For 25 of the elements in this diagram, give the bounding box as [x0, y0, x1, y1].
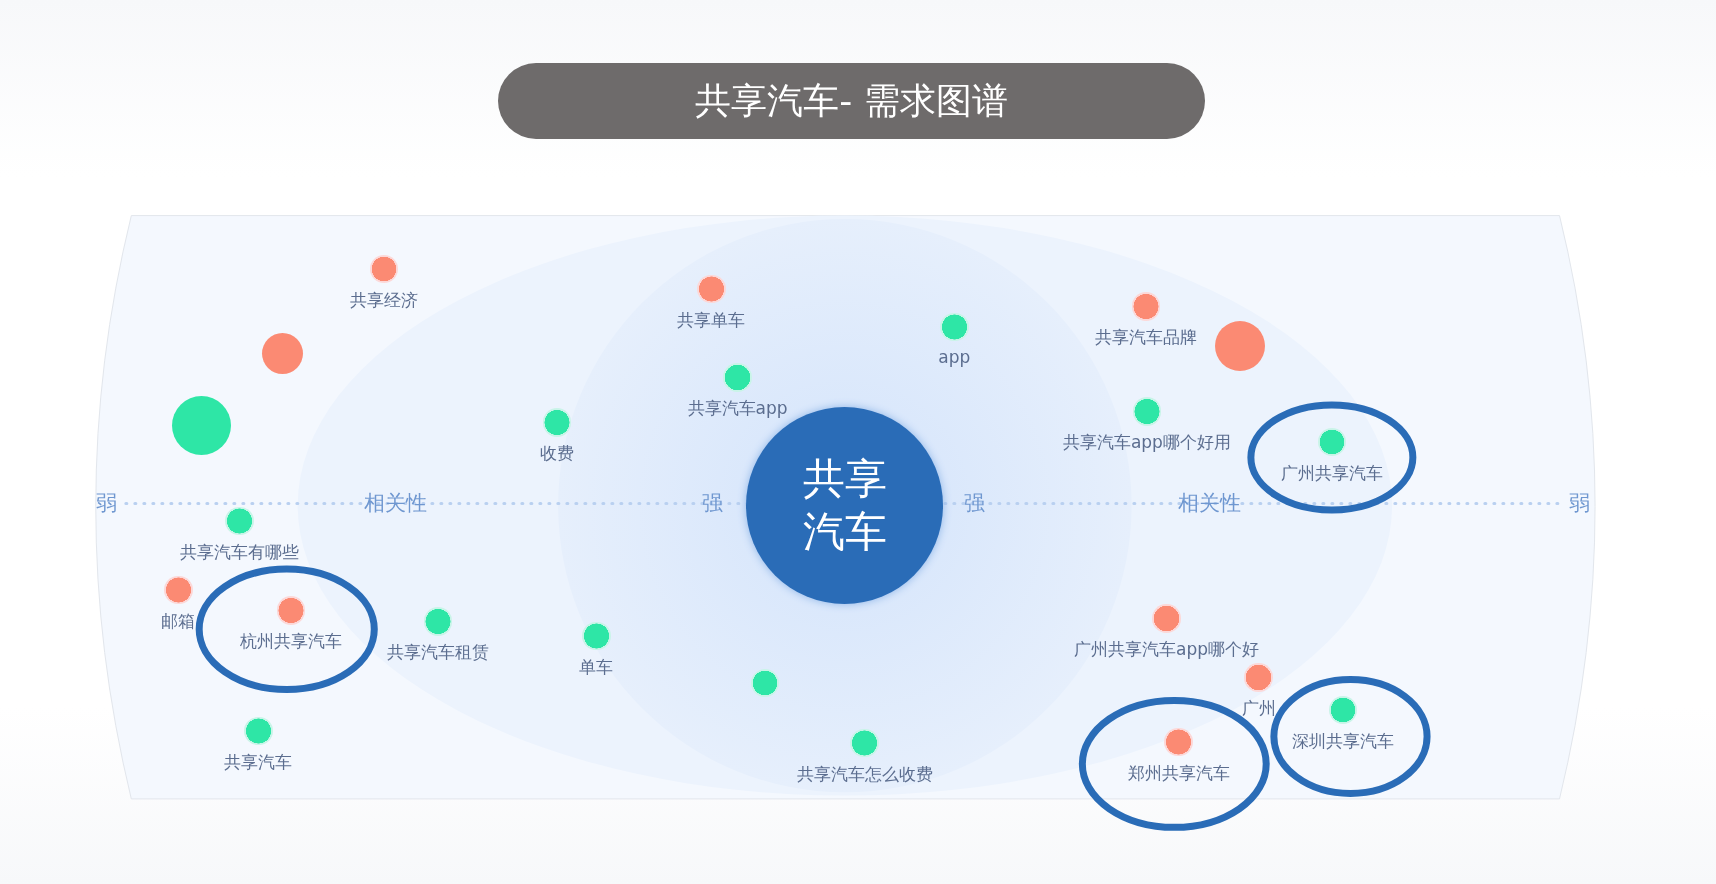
axis-label: 强	[701, 490, 723, 518]
axis-label: 弱	[95, 490, 117, 518]
axis-label: 相关性	[363, 490, 427, 518]
keyword-label: 单车	[579, 655, 614, 679]
keyword-label: 共享汽车怎么收费	[796, 762, 933, 786]
keyword-label: 共享单车	[677, 308, 746, 332]
keyword-label: 共享经济	[350, 288, 419, 312]
keyword-label: 共享汽车	[224, 750, 293, 774]
keyword-label: 共享汽车租赁	[386, 641, 489, 665]
keyword-label: 郑州共享汽车	[1127, 761, 1230, 785]
keyword-label: 共享汽车品牌	[1094, 326, 1197, 350]
title-banner: 共享汽车- 需求图谱	[497, 63, 1205, 139]
keyword-label: 收费	[540, 442, 575, 466]
keyword-label: 广州	[1241, 697, 1276, 721]
keyword-label: 共享汽车app哪个好用	[1062, 431, 1231, 455]
keyword-label: 深圳共享汽车	[1291, 729, 1394, 753]
keyword-label: 邮箱	[161, 609, 196, 633]
keyword-label: app	[938, 346, 971, 367]
keyword-label: 共享汽车有哪些	[180, 540, 300, 564]
axis-label: 强	[963, 490, 985, 518]
axis-label: 弱	[1568, 490, 1590, 518]
keyword-label: 广州共享汽车	[1280, 461, 1383, 485]
keyword-label: 杭州共享汽车	[240, 630, 343, 654]
axis-label: 相关性	[1177, 490, 1241, 518]
keyword-label: 广州共享汽车app哪个好	[1074, 638, 1260, 661]
